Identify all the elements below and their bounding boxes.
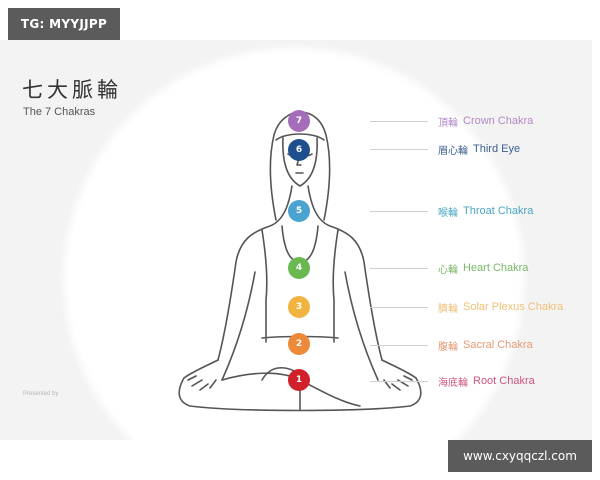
label-en: Heart Chakra xyxy=(463,262,529,274)
chakra-marker-2: 2 xyxy=(288,333,310,355)
chakra-label-root: 海底輪 Root Chakra xyxy=(370,374,535,389)
title-english: The 7 Chakras xyxy=(23,106,96,118)
chakra-marker-3: 3 xyxy=(288,296,310,318)
chakra-label-throat: 喉輪 Throat Chakra xyxy=(370,204,534,219)
label-cn: 喉輪 xyxy=(438,207,458,219)
label-en: Crown Chakra xyxy=(463,115,534,127)
chakra-label-sacral: 腹輪 Sacral Chakra xyxy=(370,338,533,353)
leader-line xyxy=(370,148,428,150)
presented-by-note: Presented by xyxy=(23,391,59,397)
chakra-marker-4: 4 xyxy=(288,257,310,279)
label-cn: 心輪 xyxy=(438,264,458,276)
leader-line xyxy=(370,380,428,382)
leader-line xyxy=(370,306,428,308)
title-chinese: 七大脈輪 xyxy=(22,78,122,102)
chakra-marker-6: 6 xyxy=(288,139,310,161)
watermark-url-badge: www.cxyqqczl.com xyxy=(448,440,592,472)
chakra-marker-7: 7 xyxy=(288,110,310,132)
leader-line xyxy=(370,267,428,269)
chakra-label-crown: 頂輪 Crown Chakra xyxy=(370,114,534,129)
label-cn: 頂輪 xyxy=(438,117,458,129)
chakra-label-heart: 心輪 Heart Chakra xyxy=(370,261,529,276)
leader-line xyxy=(370,120,428,122)
label-en: Sacral Chakra xyxy=(463,339,533,351)
chakra-marker-1: 1 xyxy=(288,369,310,391)
label-cn: 腹輪 xyxy=(438,341,458,353)
chakra-diagram-panel: 七大脈輪 The 7 Chakras xyxy=(0,40,592,440)
label-cn: 眉心輪 xyxy=(438,145,468,157)
label-cn: 臍輪 xyxy=(438,303,458,315)
label-en: Solar Plexus Chakra xyxy=(463,301,564,313)
chakra-label-third-eye: 眉心輪 Third Eye xyxy=(370,142,521,157)
chakra-label-solar-plexus: 臍輪 Solar Plexus Chakra xyxy=(370,300,564,315)
label-en: Throat Chakra xyxy=(463,205,534,217)
leader-line xyxy=(370,210,428,212)
chakra-marker-5: 5 xyxy=(288,200,310,222)
watermark-top-badge: TG: MYYJJPP xyxy=(8,8,120,40)
leader-line xyxy=(370,344,428,346)
label-cn: 海底輪 xyxy=(438,377,468,389)
label-en: Third Eye xyxy=(473,143,521,155)
label-en: Root Chakra xyxy=(473,375,535,387)
